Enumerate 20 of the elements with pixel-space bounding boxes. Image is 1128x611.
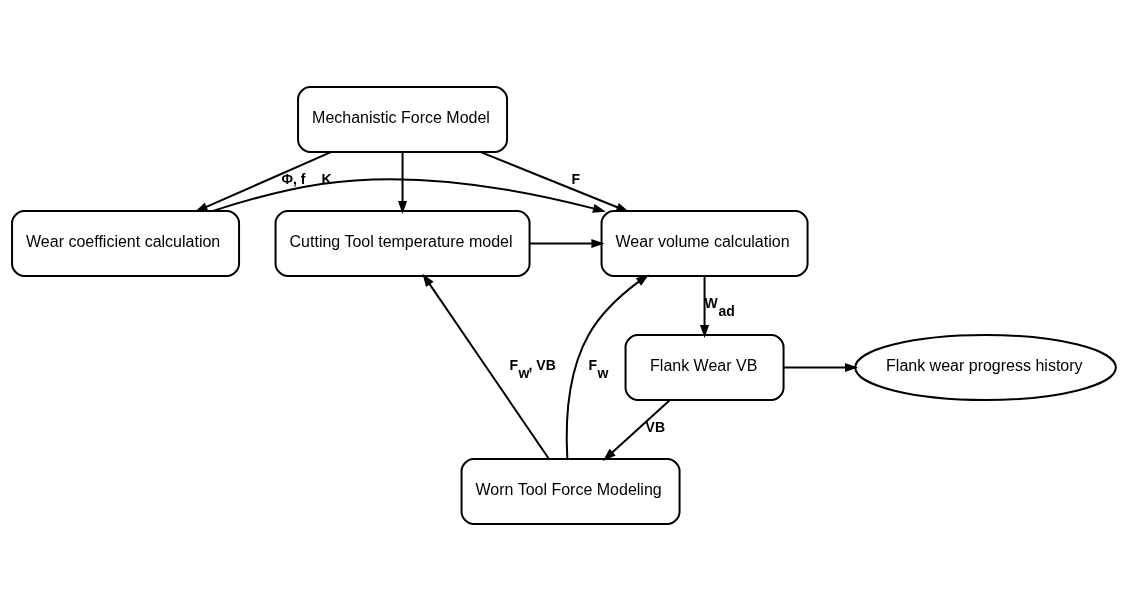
- edge-label: VB: [645, 419, 665, 436]
- node-box: Wear volume calculation: [600, 210, 809, 277]
- arrow: [194, 151, 332, 213]
- node-box: Mechanistic Force Model: [297, 86, 509, 153]
- arrow: [398, 151, 408, 214]
- arrow: [782, 362, 858, 373]
- node-box: Cutting Tool temperature model: [274, 210, 531, 277]
- edge-label: F: [571, 171, 581, 188]
- arrow: [422, 273, 550, 460]
- arrow: [528, 238, 605, 249]
- arrow: [603, 399, 671, 461]
- arrow: [700, 275, 710, 338]
- node-box: Wear coefficient calculation: [11, 210, 241, 277]
- arrow: [212, 178, 606, 213]
- node-box: Worn Tool Force Modeling: [460, 458, 681, 525]
- arrow: [565, 274, 650, 460]
- node-box: Flank Wear VB: [624, 334, 785, 401]
- node-ellipse: Flank wear progress history: [854, 334, 1117, 401]
- edge-label: Φ, f: [281, 171, 306, 188]
- arrow: [479, 151, 630, 213]
